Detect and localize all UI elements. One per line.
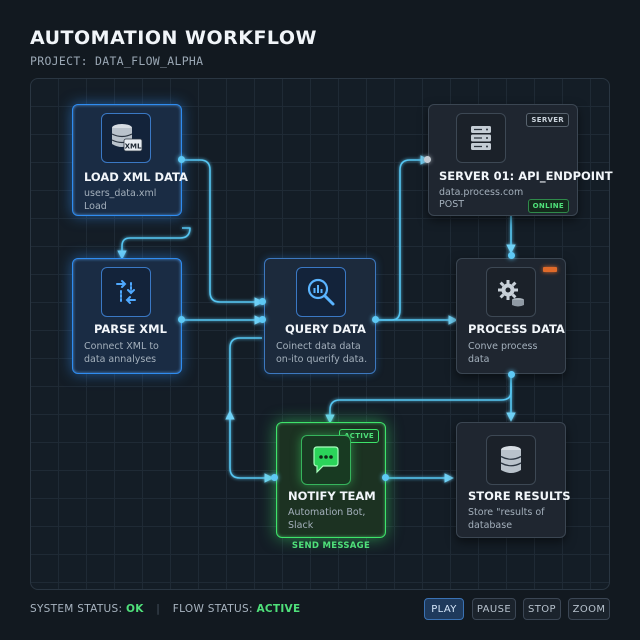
status-bar: SYSTEM STATUS: OK | FLOW STATUS: ACTIVE: [30, 603, 300, 615]
node-query-data[interactable]: QUERY DATA Coinect data data on-ito quer…: [264, 258, 376, 374]
gear-icon: [486, 267, 536, 317]
node-description: data annalyses: [84, 354, 157, 365]
zoom-button[interactable]: ZOOM: [568, 598, 610, 620]
page-title: AUTOMATION WORKFLOW: [30, 27, 317, 49]
node-description: Load: [84, 201, 107, 212]
xml-database-icon: XML: [101, 113, 151, 163]
node-description: database: [468, 520, 513, 531]
parse-arrows-icon: [101, 267, 151, 317]
output-port[interactable]: [372, 316, 379, 323]
node-server-api-endpoint[interactable]: SERVER SERVER 01: API_ENDPOINT data.proc…: [428, 104, 613, 216]
flow-status-value: ACTIVE: [256, 603, 301, 615]
server-icon: [456, 113, 506, 163]
chat-bubble-icon: [301, 435, 351, 485]
node-title: NOTIFY TEAM: [288, 489, 376, 503]
output-port[interactable]: [382, 474, 389, 481]
pause-button[interactable]: PAUSE: [472, 598, 516, 620]
node-title: PARSE XML: [94, 322, 167, 336]
online-status-badge: ONLINE: [527, 199, 569, 213]
node-load-xml-data[interactable]: XML LOAD XML DATA users_data.xml Load: [72, 104, 188, 216]
system-status-value: OK: [125, 603, 144, 615]
output-port[interactable]: [508, 371, 515, 378]
node-description: Store "results of: [468, 507, 545, 518]
system-status-label: SYSTEM STATUS:: [30, 603, 123, 615]
node-description: POST: [439, 199, 465, 210]
play-button[interactable]: PLAY: [424, 598, 464, 620]
node-description: Slack: [288, 520, 314, 531]
stop-button[interactable]: STOP: [523, 598, 561, 620]
node-description: Automation Bot,: [288, 507, 366, 518]
project-subtitle: PROJECT: DATA_FLOW_ALPHA: [30, 54, 204, 68]
send-message-label: SEND MESSAGE: [291, 541, 371, 551]
node-parse-xml[interactable]: PARSE XML Connect XML to data annalyses: [72, 258, 182, 374]
node-title: QUERY DATA: [285, 322, 366, 336]
node-title: STORE RESULTS: [468, 489, 571, 503]
input-port[interactable]: [259, 298, 266, 305]
output-port[interactable]: [178, 156, 185, 163]
node-title: PROCESS DATA: [468, 322, 565, 336]
flow-status-label: FLOW STATUS:: [172, 603, 253, 615]
node-notify-team[interactable]: ACTIVE NOTIFY TEAM Automation Bot, Slack: [276, 422, 386, 538]
node-title: LOAD XML DATA: [84, 170, 188, 184]
node-description: users_data.xml: [84, 188, 157, 199]
input-port[interactable]: [259, 316, 266, 323]
node-title: SERVER 01: API_ENDPOINT: [439, 169, 613, 183]
status-divider: |: [156, 603, 161, 615]
output-port[interactable]: [178, 316, 185, 323]
input-port[interactable]: [508, 252, 515, 259]
node-description: Conve process: [468, 341, 538, 352]
node-process-data[interactable]: PROCESS DATA Conve process data: [456, 258, 566, 374]
database-icon: [486, 435, 536, 485]
server-badge: SERVER: [526, 113, 569, 127]
input-port[interactable]: [271, 474, 278, 481]
node-description: Coinect data data: [276, 341, 361, 352]
input-port[interactable]: [424, 156, 431, 163]
node-description: Connect XML to: [84, 341, 159, 352]
node-description: data: [468, 354, 490, 365]
node-store-results[interactable]: STORE RESULTS Store "results of database: [456, 422, 571, 538]
svg-text:XML: XML: [125, 143, 142, 151]
node-description: data.process.com: [439, 187, 524, 198]
warning-indicator-icon: [543, 267, 557, 272]
node-description: on-ito querify data.: [276, 354, 368, 365]
magnifier-chart-icon: [296, 267, 346, 317]
